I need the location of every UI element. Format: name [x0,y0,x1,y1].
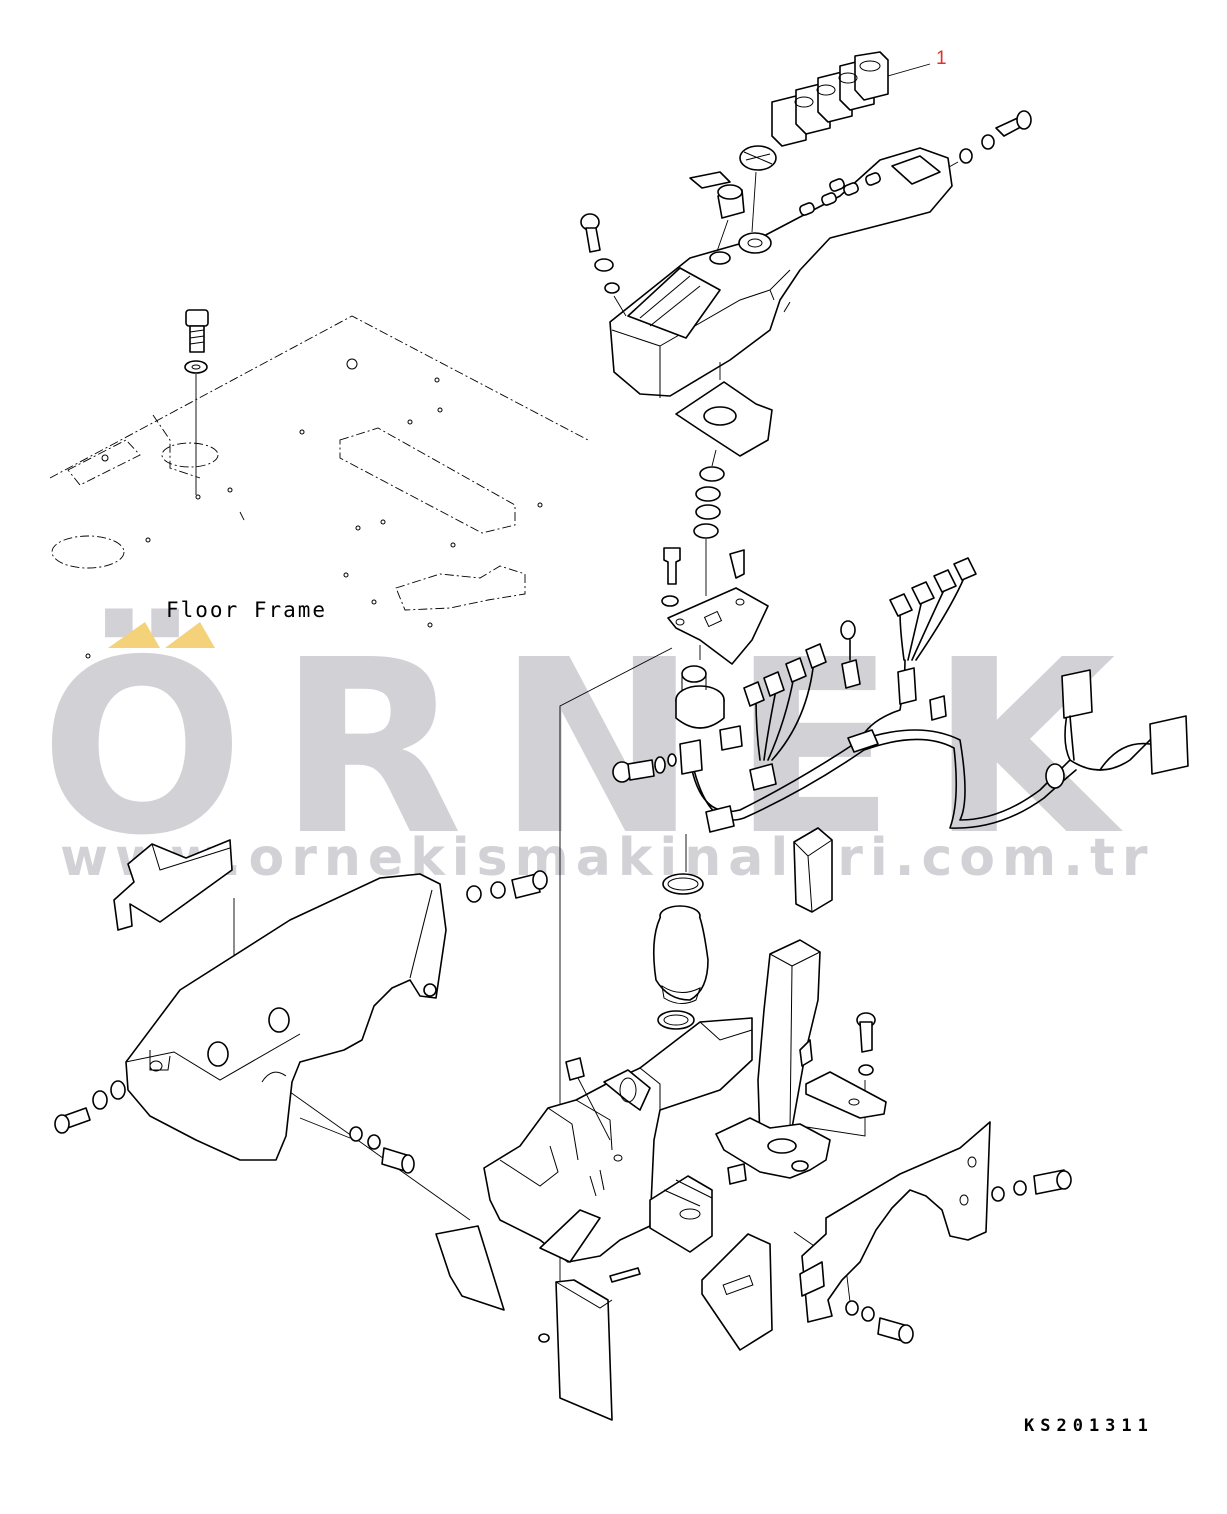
support-channel [649,1175,713,1253]
floor-frame-outline [49,315,589,659]
console-side-screw [939,110,1032,173]
watermark-accent-marks [108,622,215,648]
harness-bolt [612,753,677,783]
switch-bracket [661,547,769,665]
frame-clip [565,1057,611,1141]
watermark-logo: ÖRNEK [40,608,1150,888]
lower-left-panel [435,1225,505,1311]
column-post [757,939,821,1141]
drawing-code: KS201311 [1024,1416,1154,1436]
rotary-switch [675,645,725,729]
bolt-on-plate [805,1012,887,1119]
right-side-cover [799,1121,1072,1344]
floor-bolt [184,309,209,495]
part-callout-number: 1 [936,48,947,69]
column-cover-upper [793,827,833,913]
dial-knob [739,145,777,233]
watermark-url: www.ornekismakinalari.com.tr [60,828,1155,888]
wiring-harness [679,557,1189,833]
main-bracket-frame [483,1017,753,1263]
boot-seal-plate [675,362,773,457]
left-side-cover [125,873,447,1161]
left-upper-cover [113,839,233,931]
boot-and-clamps [652,834,709,1030]
console-left-screw [580,213,627,317]
upper-console-housing [609,147,953,398]
lower-mount-bracket [715,1117,831,1185]
key-switch [689,171,745,261]
switch-blocks [771,51,931,147]
lower-center-plate [538,1267,641,1421]
left-cover-screws [54,870,548,1174]
floor-frame-label: Floor Frame [166,598,328,622]
right-lower-cover [701,1233,773,1351]
ring-stack [693,449,725,596]
